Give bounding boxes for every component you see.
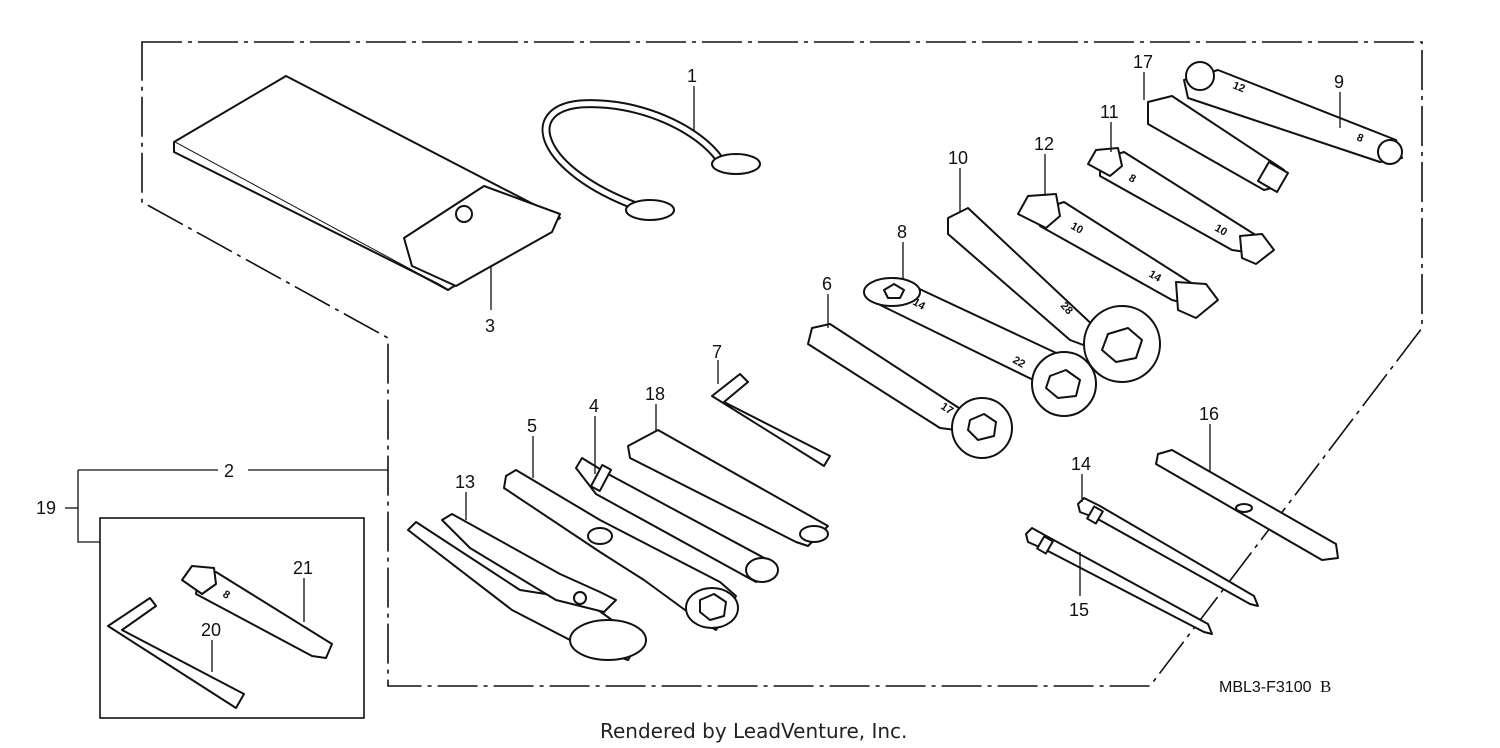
kit-frame <box>141 41 1423 687</box>
callout-9: 9 <box>1334 72 1344 92</box>
svg-text:17: 17 <box>938 401 955 418</box>
svg-text:10: 10 <box>1069 220 1086 237</box>
small-open-wrench: 8 <box>181 565 333 659</box>
callout-6: 6 <box>822 274 832 294</box>
callout-12: 12 <box>1034 134 1054 154</box>
callout-11: 11 <box>1100 102 1119 122</box>
ring-wrench-28: 28 <box>947 207 1161 383</box>
screwdriver-handle <box>1155 449 1339 561</box>
ring-wrench-14x22: 14 22 <box>863 277 1097 417</box>
subkit-frame <box>99 517 365 719</box>
svg-text:12: 12 <box>1231 80 1247 96</box>
callout-21: 21 <box>293 558 313 578</box>
callout-19: 19 <box>36 498 56 518</box>
socket-handle <box>1147 95 1290 194</box>
hex-key <box>711 373 831 467</box>
svg-text:8: 8 <box>1127 172 1138 185</box>
tool-bag <box>173 75 561 291</box>
pliers <box>407 513 647 661</box>
callout-8: 8 <box>897 222 907 242</box>
open-wrench-10x14: 10 14 <box>1017 193 1219 319</box>
diagram-code: MBL3-F3100 <box>1219 679 1312 696</box>
callout-4: 4 <box>589 396 599 416</box>
phillips-screwdriver <box>1077 497 1259 607</box>
callout-17: 17 <box>1133 52 1153 72</box>
callout-18: 18 <box>645 384 665 404</box>
svg-text:8: 8 <box>1355 132 1365 145</box>
callout-16: 16 <box>1199 404 1219 424</box>
callout-15: 15 <box>1069 600 1089 620</box>
callout-7: 7 <box>712 342 722 362</box>
ring-wrench-17: 17 <box>807 323 1013 459</box>
callout-1: 1 <box>687 66 697 86</box>
extension-bar <box>627 429 829 547</box>
small-hex-key <box>107 597 245 709</box>
spark-plug-socket <box>575 457 779 583</box>
callout-2: 2 <box>224 461 234 481</box>
callout-3: 3 <box>485 316 495 336</box>
svg-text:22: 22 <box>1011 354 1028 371</box>
callout-10: 10 <box>948 148 968 168</box>
callout-20: 20 <box>201 620 221 640</box>
helmet-strap <box>541 99 761 221</box>
svg-text:8: 8 <box>220 588 232 601</box>
callout-14: 14 <box>1071 454 1091 474</box>
svg-text:10: 10 <box>1213 222 1230 239</box>
box-wrench-12x8: 12 8 <box>1183 61 1403 165</box>
group-bracket <box>77 469 388 543</box>
callout-13: 13 <box>455 472 475 492</box>
callout-5: 5 <box>527 416 537 436</box>
socket-wrench <box>503 469 739 631</box>
footer-credit: Rendered by LeadVenture, Inc. <box>600 719 907 743</box>
diagram-code-suffix: B <box>1320 677 1331 696</box>
open-wrench-8x10: 8 10 <box>1087 147 1275 265</box>
flat-screwdriver <box>1025 527 1213 635</box>
